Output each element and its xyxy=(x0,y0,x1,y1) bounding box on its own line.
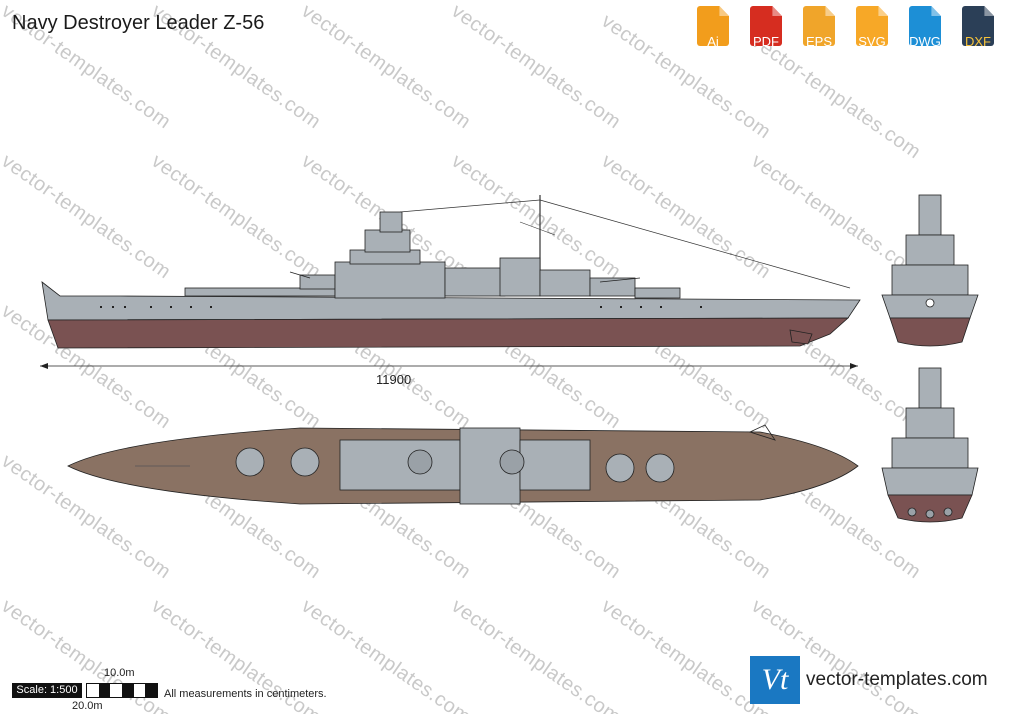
rigging-line xyxy=(399,199,541,213)
format-label: SVG xyxy=(858,34,886,49)
scale-10m-label: 10.0m xyxy=(104,667,135,679)
brand-name: vector-templates.com xyxy=(806,669,988,690)
funnel-top xyxy=(499,449,525,475)
format-label: DWG xyxy=(909,34,941,49)
turret-x xyxy=(589,277,636,297)
aft-deckhouse xyxy=(539,269,591,297)
bridge-block xyxy=(334,261,446,299)
side-view xyxy=(41,195,861,349)
tower xyxy=(364,229,411,253)
file-icon xyxy=(909,6,941,46)
brand-logo-icon: Vt xyxy=(750,656,800,704)
turret-a xyxy=(299,274,336,290)
scale-20m-label: 20.0m xyxy=(72,700,103,712)
format-label: EPS xyxy=(805,34,832,49)
format-label: Ai xyxy=(707,34,719,49)
aft-top xyxy=(519,439,591,491)
midship-deckhouse xyxy=(444,267,506,297)
file-icon xyxy=(750,6,782,46)
format-icons: Ai PDF EPS SVG DWG DXF xyxy=(691,6,1000,52)
file-icon xyxy=(697,6,729,46)
rigging-line xyxy=(539,199,851,289)
gun-barrel xyxy=(599,277,641,283)
format-label: DXF xyxy=(965,34,991,49)
funnel xyxy=(499,257,541,297)
hull-lower xyxy=(47,317,850,349)
tower-top xyxy=(379,211,403,233)
pdf-format-button[interactable]: PDF xyxy=(744,6,788,52)
file-icon xyxy=(856,6,888,46)
scale-ruler xyxy=(86,683,158,698)
top-view xyxy=(67,424,859,505)
format-label: PDF xyxy=(753,34,779,49)
turrets xyxy=(235,447,675,483)
length-dimension: 11900 xyxy=(376,372,412,387)
superstructure-top xyxy=(339,439,461,491)
dimension-line xyxy=(40,363,858,369)
dwg-format-button[interactable]: DWG xyxy=(903,6,947,52)
rear-view xyxy=(881,367,979,523)
scale-label: Scale: 1:500 xyxy=(12,683,82,698)
stern-fixture xyxy=(748,424,776,441)
rigging-line xyxy=(519,221,556,236)
file-icon xyxy=(962,6,994,46)
file-icon xyxy=(803,6,835,46)
funnel-top xyxy=(407,449,433,475)
portholes xyxy=(100,306,702,308)
measurement-note: All measurements in centimeters. xyxy=(164,688,327,700)
front-view xyxy=(881,194,979,347)
ai-format-button[interactable]: Ai xyxy=(691,6,735,52)
page-title: Navy Destroyer Leader Z-56 xyxy=(12,12,265,34)
eps-format-button[interactable]: EPS xyxy=(797,6,841,52)
brand[interactable]: Vt vector-templates.com xyxy=(750,656,988,704)
svg-format-button[interactable]: SVG xyxy=(850,6,894,52)
turret-y xyxy=(634,287,681,299)
dxf-format-button[interactable]: DXF xyxy=(956,6,1000,52)
gun-barrel xyxy=(289,271,311,279)
rudder xyxy=(789,329,813,345)
